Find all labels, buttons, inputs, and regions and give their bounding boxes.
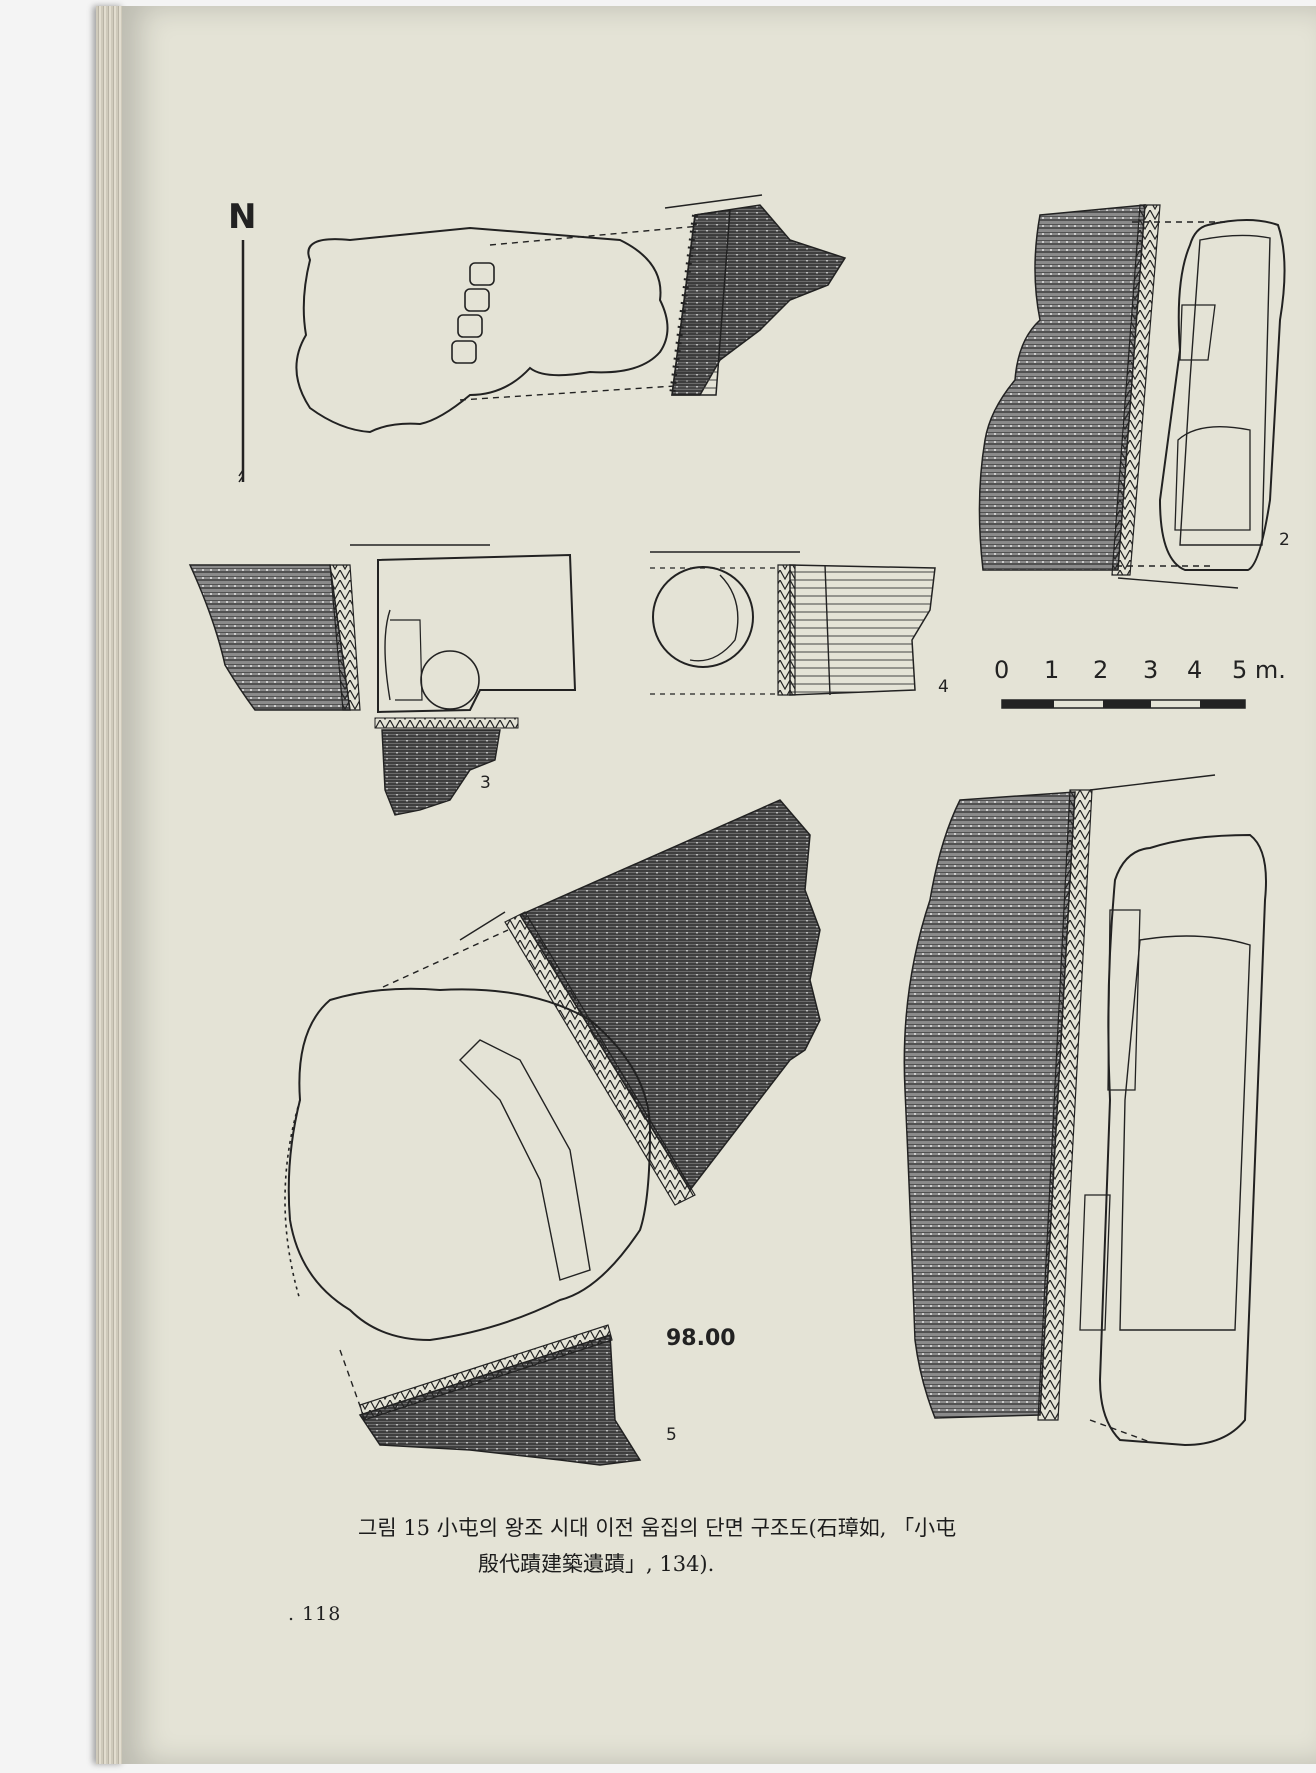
scale-tick-0: 0 bbox=[994, 656, 1009, 684]
panel-number-2: 2 bbox=[1279, 530, 1290, 550]
scale-bar: 0 1 2 3 4 5 m. bbox=[994, 656, 1286, 709]
pit-section-middle bbox=[650, 551, 936, 696]
pit-section-top-left bbox=[664, 194, 847, 396]
pit-plan-middle-left bbox=[377, 553, 577, 714]
pit-section-bottom-small bbox=[374, 717, 519, 816]
pit-plan-circle bbox=[650, 566, 780, 695]
pit-section-top-right bbox=[978, 204, 1239, 589]
panel-number-4: 4 bbox=[938, 677, 949, 697]
figure-caption: 그림 15 小屯의 왕조 시대 이전 움집의 단면 구조도(石璋如, 「小屯 殷… bbox=[358, 1510, 1158, 1582]
scale-tick-3: 3 bbox=[1143, 656, 1158, 684]
scale-tick-1: 1 bbox=[1044, 656, 1059, 684]
pit-plan-large bbox=[284, 929, 652, 1421]
pit-section-middle-left bbox=[188, 544, 490, 711]
scale-tick-2: 2 bbox=[1093, 656, 1108, 684]
panel-number-3: 3 bbox=[480, 773, 491, 793]
caption-line-1: 그림 15 小屯의 왕조 시대 이전 움집의 단면 구조도(石璋如, 「小屯 bbox=[358, 1516, 957, 1540]
panel-number-5: 5 bbox=[666, 1425, 677, 1445]
north-arrow-icon bbox=[238, 240, 245, 483]
pit-section-large-diagonal bbox=[459, 799, 821, 1206]
pit-section-large-right bbox=[903, 774, 1216, 1421]
scale-tick-4: 4 bbox=[1187, 656, 1202, 684]
page-number: . 118 bbox=[288, 1603, 342, 1625]
pit-plan-large-right bbox=[1079, 833, 1267, 1447]
caption-line-2: 殷代蹟建築遺蹟」, 134). bbox=[478, 1552, 715, 1576]
scale-tick-5: 5 m. bbox=[1232, 656, 1286, 684]
pit-plan-top-left bbox=[295, 225, 701, 434]
center-depth-label: 98.00 bbox=[666, 1326, 736, 1351]
book-page-edges bbox=[96, 6, 124, 1764]
north-label: N bbox=[228, 197, 256, 237]
pit-plan-top-right bbox=[1116, 219, 1286, 571]
pit-section-bottom-diagonal bbox=[358, 1324, 642, 1466]
